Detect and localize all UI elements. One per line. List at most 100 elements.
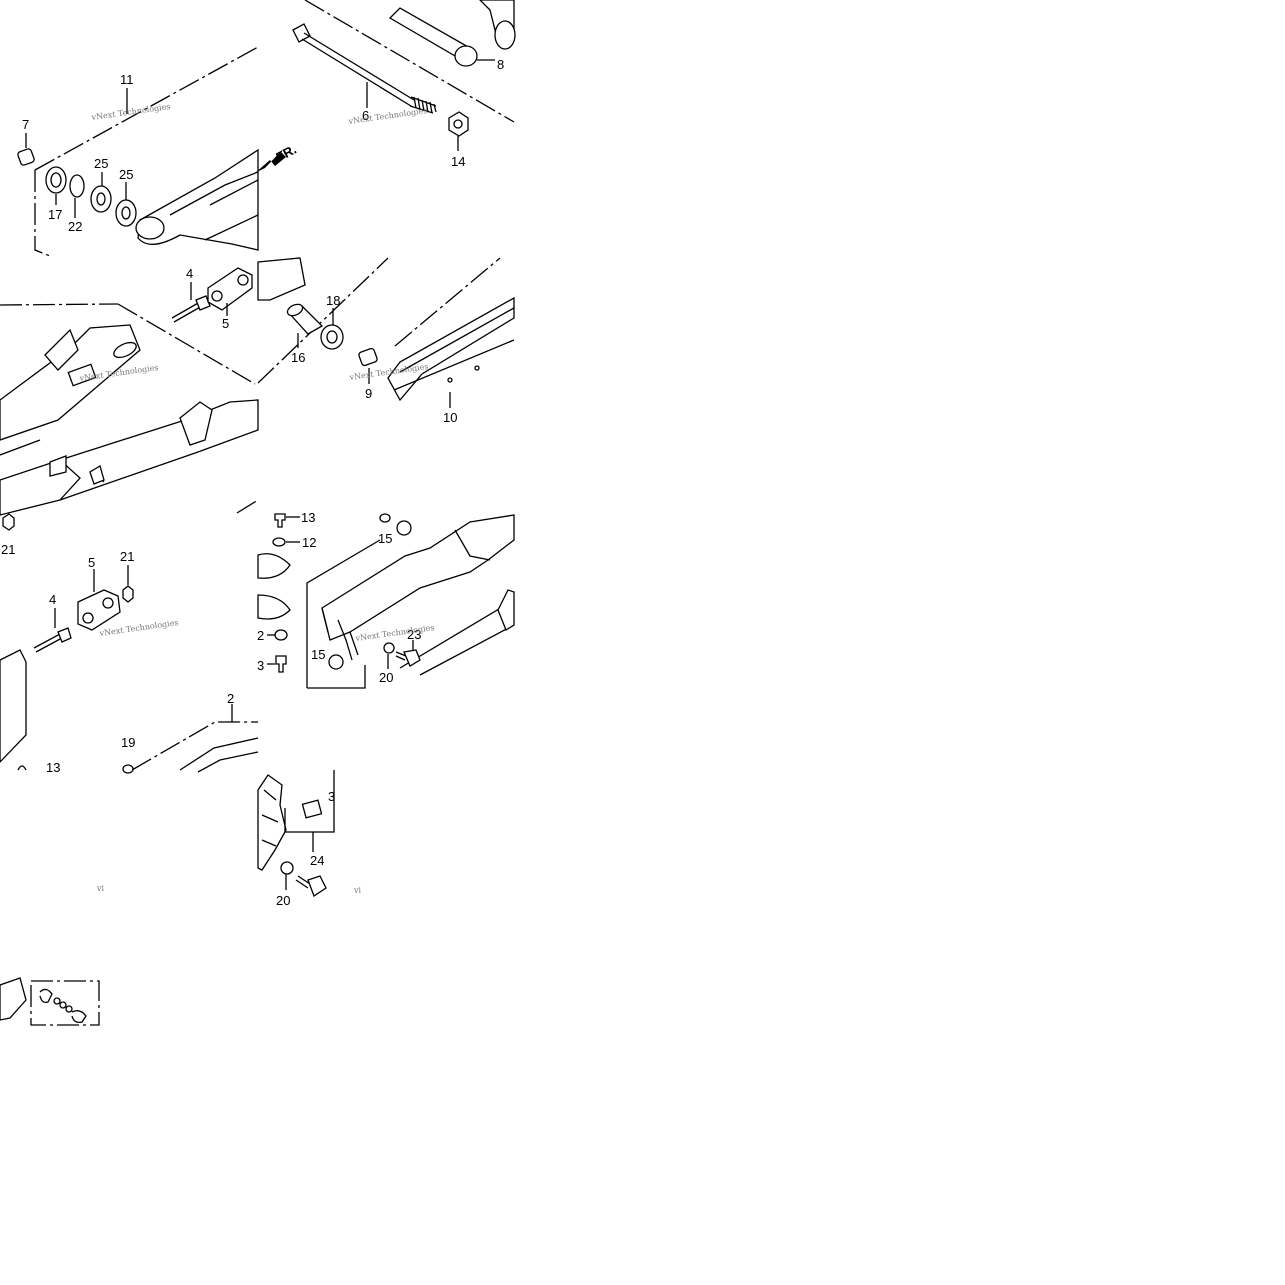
chain-fragment [497,589,515,631]
panel-chain-slider: 16 18 9 10 vNext Technologies [257,257,515,425]
callout-5: 5 [222,316,229,331]
washer-part [272,537,286,547]
panel-frame-line [117,303,256,385]
plate-hole [82,612,94,624]
panel-pivot-bolt: 6 8 14 vNext Technologies [292,0,516,169]
adjuster-plate-part [77,589,121,631]
panel-frame-line [304,0,515,123]
watermark-fragment: vi [353,886,362,895]
pivot-bore [135,216,165,240]
swingarm-bracket [44,328,79,371]
panel-frame-line [30,980,100,1026]
clip-part [39,988,53,1004]
label-plate-part [301,799,323,819]
watermark-fragment: vi [96,884,105,893]
bushing-part [320,324,344,350]
pivot-bolt-shaft [301,38,412,107]
washer-part [280,861,294,875]
swingarm-hole [113,341,137,359]
callout-15: 15 [378,531,392,546]
callout-3: 3 [328,789,335,804]
chain-roller [65,1005,73,1013]
bolt-part [274,513,286,528]
plate-hole [237,274,249,286]
callout-24: 24 [310,853,324,868]
swingarm-edge [204,179,259,241]
callout-4: 4 [186,266,193,281]
watermark: vNext Technologies [98,618,179,638]
grommet-part [396,520,412,536]
callout-11: 11 [120,72,134,87]
chain-fragment [257,774,287,871]
callout-21: 21 [120,549,134,564]
callout-5: 5 [88,555,95,570]
panel-frame-line [307,665,366,689]
bearing-part [96,192,106,206]
callout-6: 6 [362,108,369,123]
callout-25: 25 [94,156,108,171]
clip-part [71,1010,87,1024]
plate-hole [102,597,114,609]
dust-seal-part [50,172,62,188]
swingarm-tab [89,465,105,485]
panel-adjuster: 21 5 21 4 vNext Technologies 2 19 13 [0,513,259,775]
callout-13: 13 [301,510,315,525]
pivot-bolt-shaft [303,32,415,101]
chain-roller [59,1001,67,1009]
panel-frame-line [236,499,259,514]
slider-hole [474,365,480,371]
callout-8: 8 [497,57,504,72]
chain-case-edge [321,529,491,661]
front-direction-arrow-icon [255,148,286,173]
callout-12: 12 [302,535,316,550]
panel-frame-line [131,721,258,771]
chain-case-part [321,514,515,641]
chain-slider-edge [393,307,515,391]
callout-10: 10 [443,410,457,425]
bearing-part [90,185,112,213]
callout-2: 2 [257,628,264,643]
callout-14: 14 [451,154,465,169]
bolt-shaft [295,875,311,889]
bracket-part [257,553,291,579]
callout-25: 25 [119,167,133,182]
bolt-head [403,649,421,667]
grommet-part [328,654,344,670]
shock-eye [494,20,516,50]
swingarm-tab [49,455,67,477]
swingarm-end-fragment [257,257,306,301]
callout-4: 4 [49,592,56,607]
nut-hole [453,119,463,129]
pivot-bolt-head [292,23,311,43]
callout-23: 23 [407,627,421,642]
swingarm-slot [67,363,97,387]
panel-frame-line [34,170,51,257]
callout-7: 7 [22,117,29,132]
bracket-part [257,594,291,620]
chain-slider-part [387,296,515,402]
collar-part [358,347,378,367]
callout-3: 3 [257,658,264,673]
bolt-part [171,301,203,323]
panel-frame-line [257,257,389,384]
callout-20: 20 [379,670,393,685]
callout-17: 17 [48,207,62,222]
washer-part [383,642,395,654]
panel-frame-line [306,539,381,688]
callout-2: 2 [227,691,234,706]
panel-swingarm-frame: vNext Technologies 4 5 [0,266,259,516]
swingarm-edge [169,171,259,216]
collar-part [17,148,35,166]
bolt-head [307,875,327,897]
collar-end [286,303,304,317]
plate-hole [211,290,223,302]
circlip-part [69,174,85,198]
grommet-part [122,764,134,774]
shock-bushing [454,45,478,67]
watermark: vNext Technologies [347,106,428,126]
watermark: vNext Technologies [90,102,171,122]
panel-frame-line [394,257,501,347]
chain-fragment [0,977,27,1021]
chain-link [261,789,279,847]
